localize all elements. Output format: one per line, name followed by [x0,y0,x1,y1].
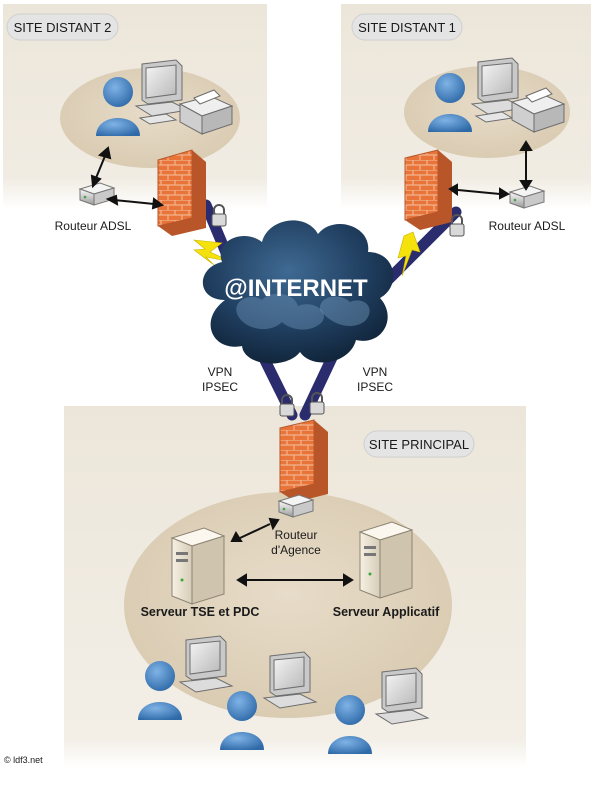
router-main-label-line2: d'Agence [271,543,321,557]
connection-arrows [90,140,533,587]
site-remote2-title: SITE DISTANT 2 [14,20,112,35]
server-tse-label: Serveur TSE et PDC [141,605,260,619]
internet-label: @INTERNET [224,275,368,302]
router-main-icon [277,494,315,518]
vpn-left-line2: IPSEC [202,380,238,394]
computer-icon [178,635,234,693]
router-remote1-icon [508,185,546,209]
firewall-main-icon [279,419,328,502]
router-main-label-line1: Routeur [275,528,318,542]
server-app-icon [358,521,414,599]
router-remote2-label: Routeur ADSL [55,219,132,233]
site-main-title-pill: SITE PRINCIPAL [363,430,475,458]
site-main-title: SITE PRINCIPAL [369,437,469,452]
user-icon [328,695,372,754]
server-app-label: Serveur Applicatif [333,605,440,619]
firewall-remote2-icon [157,149,206,236]
site-remote1-title: SITE DISTANT 1 [358,20,456,35]
vpn-right-line1: VPN [363,365,388,379]
user-icon [220,691,264,750]
vpn-right-line2: IPSEC [357,380,393,394]
padlock-icon [279,394,295,417]
user-icon [96,77,140,136]
server-tse-icon [170,527,226,605]
watermark-text: © ldf3.net [4,755,43,765]
user-icon [138,661,182,720]
computer-icon [262,651,318,709]
lightning-icon [397,231,421,277]
site-remote2-title-pill: SITE DISTANT 2 [6,13,119,41]
internet-cloud: @INTERNET [202,220,394,364]
router-remote1-label: Routeur ADSL [489,219,566,233]
vpn-left-line1: VPN [208,365,233,379]
computer-icon [134,59,190,125]
firewall-remote1-icon [404,149,452,230]
computer-icon [374,667,430,725]
user-icon [428,73,472,132]
printer-icon [510,87,566,133]
padlock-icon [449,214,465,237]
padlock-icon [309,392,325,415]
site-remote1-title-pill: SITE DISTANT 1 [351,13,463,41]
router-remote2-icon [78,182,116,206]
padlock-icon [211,204,227,227]
printer-icon [178,89,234,135]
